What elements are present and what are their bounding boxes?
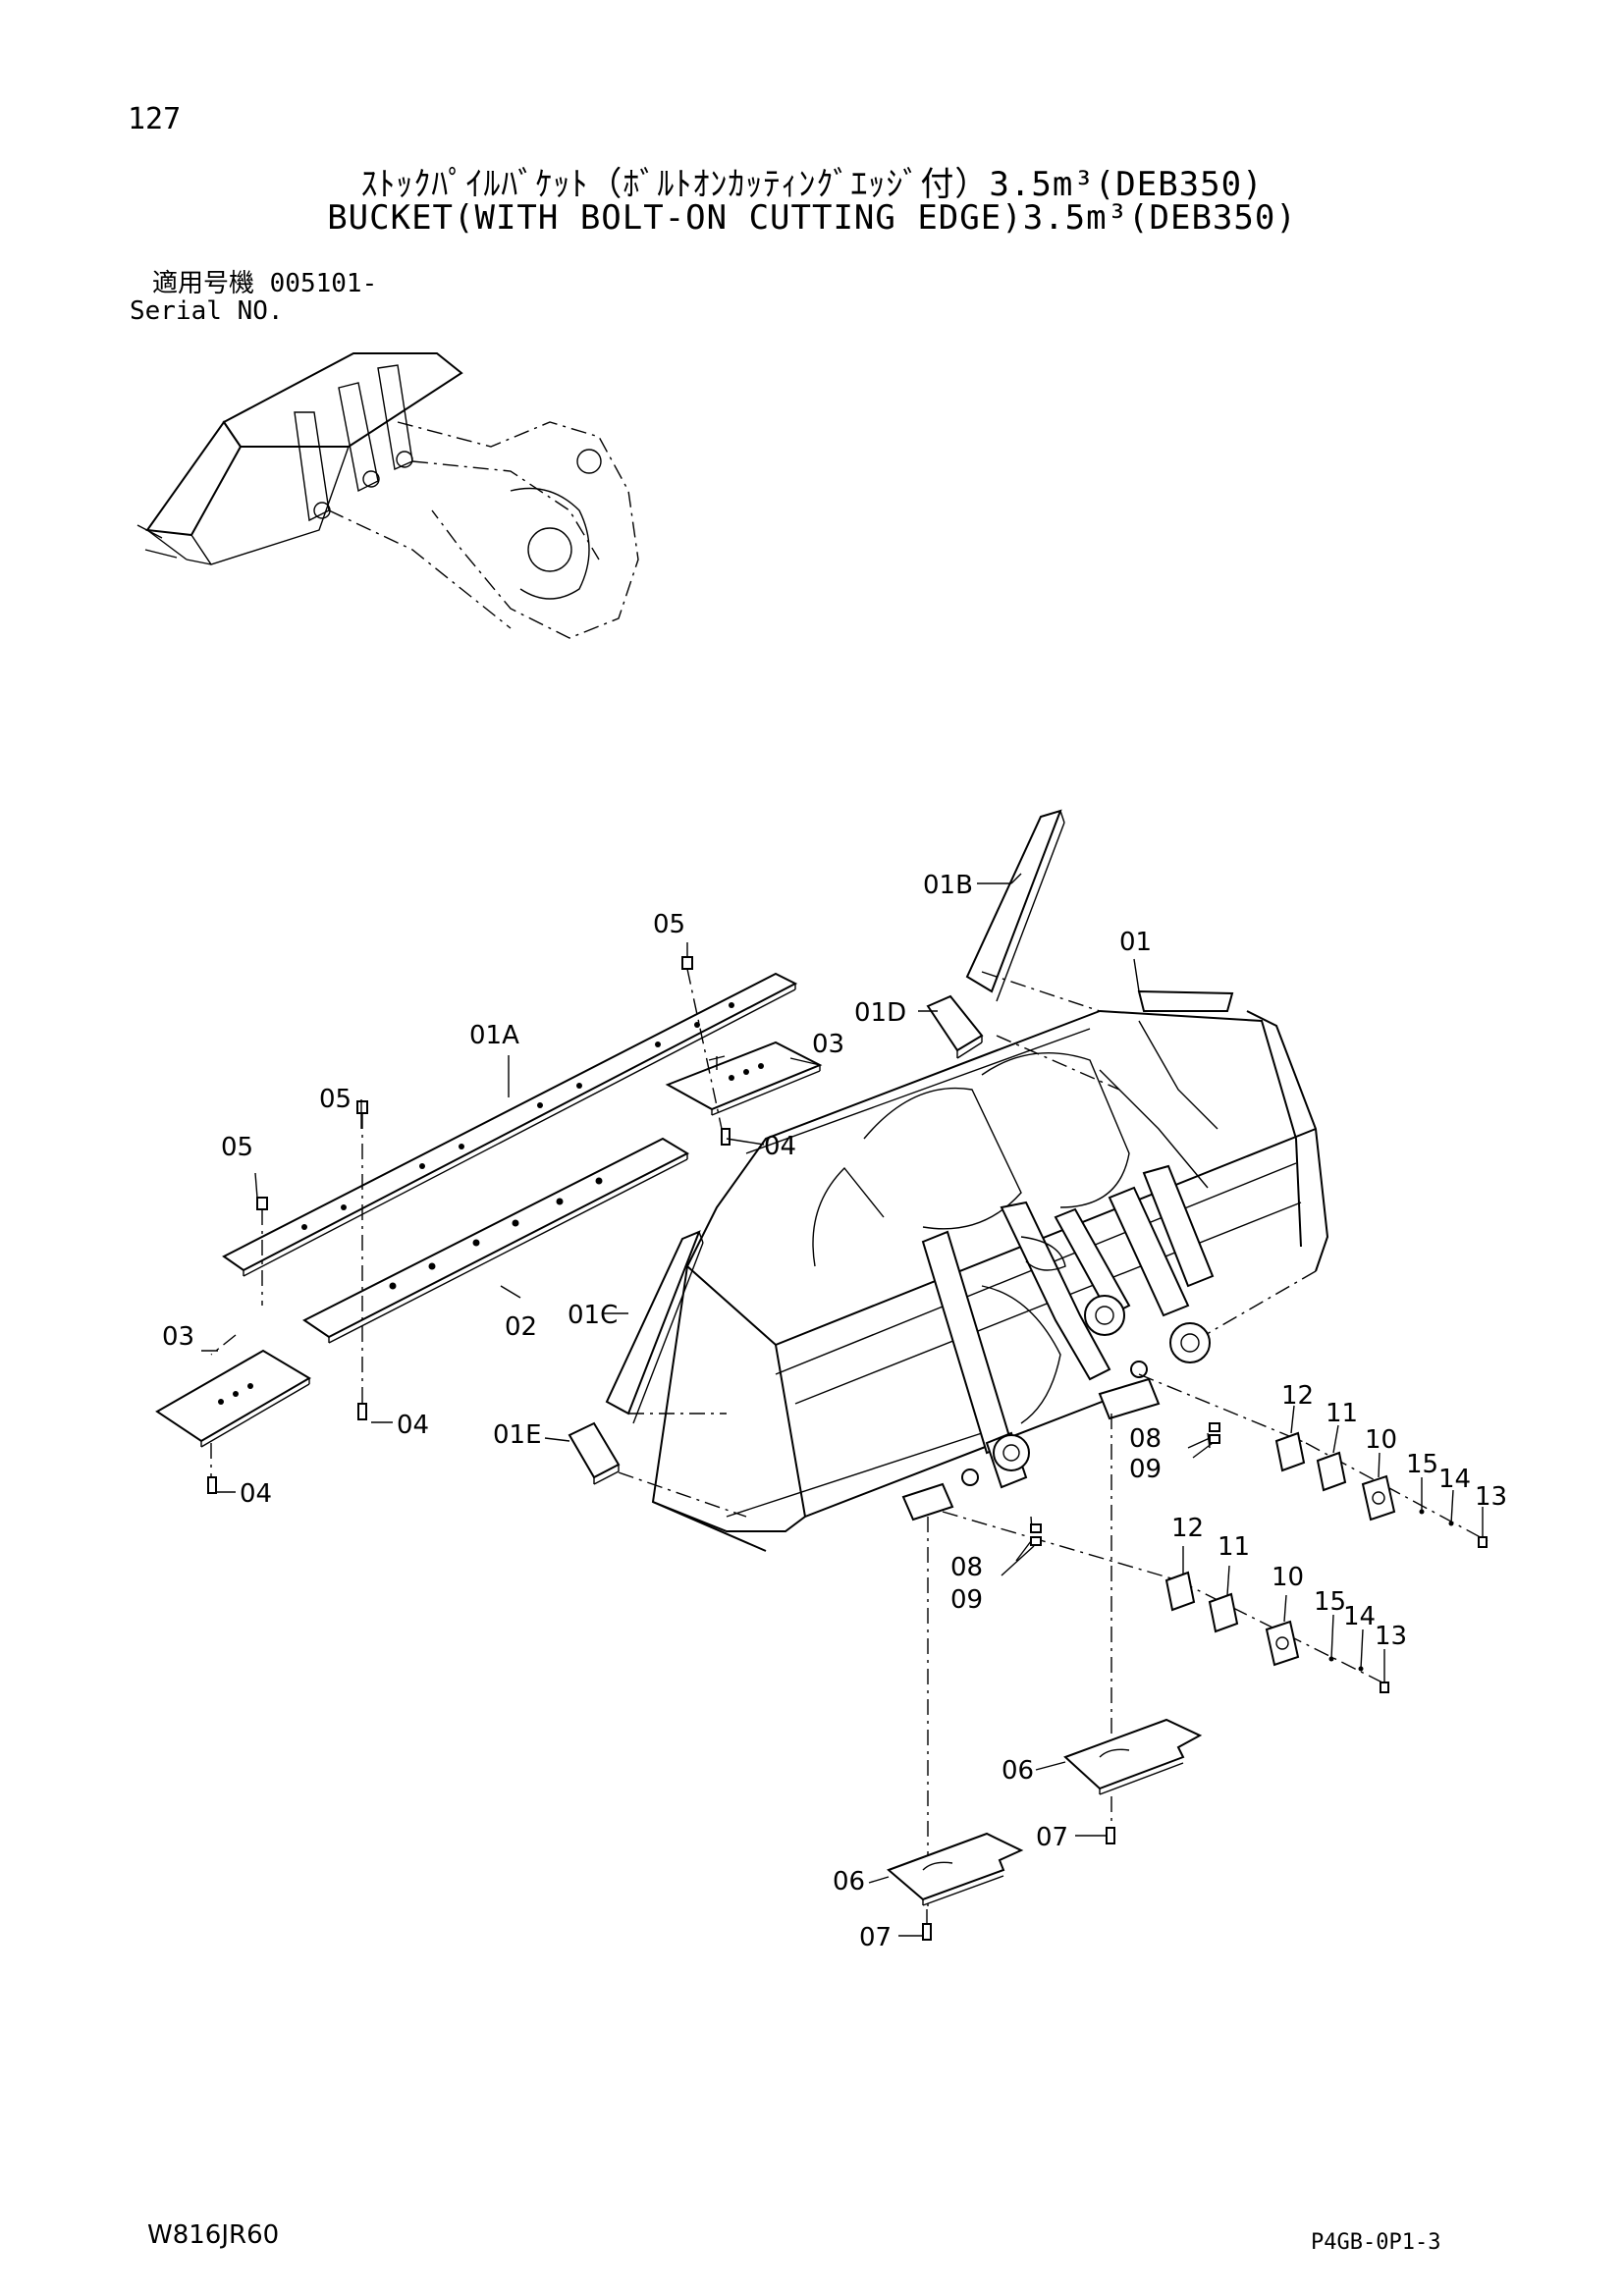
callout-07-right: 07 [1036, 1823, 1068, 1852]
callout-09-right: 09 [1129, 1455, 1162, 1484]
callout-09-left: 09 [950, 1585, 983, 1615]
corner-plate-03-left [155, 1349, 311, 1448]
callout-01B: 01B [923, 871, 973, 900]
callout-02: 02 [505, 1312, 537, 1342]
assembly-reference-lines [618, 971, 1489, 1909]
callout-08-right: 08 [1129, 1424, 1162, 1454]
serial-label-japanese: 適用号機 005101- [152, 269, 378, 298]
callout-01: 01 [1119, 928, 1152, 957]
callout-11-left: 11 [1218, 1532, 1250, 1562]
callout-14-left: 14 [1343, 1602, 1376, 1631]
page-number: 127 [128, 102, 182, 136]
callout-15-left: 15 [1314, 1587, 1346, 1617]
serial-label-english: Serial NO. [130, 296, 284, 326]
callout-05-top: 05 [653, 910, 685, 939]
stopper-plate-06-left [887, 1832, 1024, 1941]
stopper-plate-06-right [1063, 1718, 1203, 1844]
callout-04-top: 04 [764, 1132, 796, 1161]
callout-12-right: 12 [1281, 1381, 1314, 1411]
callout-07-left: 07 [859, 1923, 892, 1952]
page-code: P4GB-0P1-3 [1311, 2230, 1441, 2255]
callout-03-left: 03 [162, 1322, 194, 1352]
title-japanese: ｽﾄｯｸﾊﾟｲﾙﾊﾞｹｯﾄ（ﾎﾞﾙﾄｵﾝｶｯﾃｨﾝｸﾞｴｯｼﾞ付）3.5m³(D… [360, 165, 1264, 204]
callout-labels: 01B 01 01D 05 01A 03 04 05 05 03 02 01C … [162, 871, 1507, 1952]
corner-plate-03-top [665, 1041, 823, 1116]
callout-06-left: 06 [833, 1867, 865, 1896]
callout-12-left: 12 [1171, 1514, 1204, 1543]
shim-stack-left [1030, 1523, 1389, 1693]
bolt-and-nut-set [207, 956, 731, 1494]
callout-04-mid: 04 [397, 1411, 429, 1440]
callout-06-right: 06 [1001, 1756, 1034, 1786]
callout-01E: 01E [493, 1420, 542, 1450]
callout-05-mid: 05 [319, 1085, 352, 1114]
callout-01C: 01C [568, 1301, 618, 1330]
callout-04-left: 04 [240, 1479, 272, 1509]
callout-10-right: 10 [1365, 1425, 1397, 1455]
title-english: BUCKET(WITH BOLT-ON CUTTING EDGE)3.5m³(D… [327, 198, 1297, 238]
callout-10-left: 10 [1272, 1563, 1304, 1592]
callout-01A: 01A [469, 1021, 519, 1050]
callout-05-left: 05 [221, 1133, 253, 1162]
callout-13-right: 13 [1475, 1482, 1507, 1512]
callout-01D: 01D [854, 998, 906, 1028]
callout-11-right: 11 [1326, 1399, 1358, 1428]
cutting-edge-02 [302, 1137, 690, 1344]
cutting-edge-01A [222, 972, 798, 1277]
bucket-body-01 [651, 989, 1329, 1552]
callout-14-right: 14 [1438, 1465, 1471, 1494]
leader-lines [201, 873, 1484, 1937]
shim-stack-right [1209, 1422, 1488, 1548]
overview-illustration [136, 352, 639, 639]
callout-15-right: 15 [1406, 1450, 1438, 1479]
wear-block-01E [568, 1421, 621, 1485]
wear-block-01D [926, 994, 984, 1059]
side-edge-01B [965, 809, 1065, 1002]
drawing-code: W816JR60 [147, 2220, 280, 2250]
callout-13-left: 13 [1375, 1622, 1407, 1651]
side-edge-01C [605, 1230, 704, 1424]
callout-03-top: 03 [812, 1030, 844, 1059]
callout-08-left: 08 [950, 1553, 983, 1582]
